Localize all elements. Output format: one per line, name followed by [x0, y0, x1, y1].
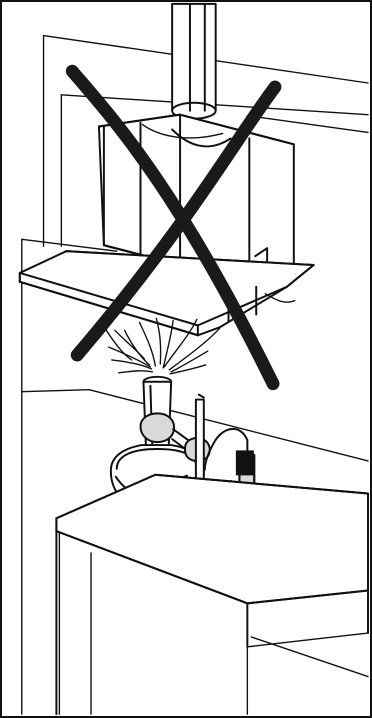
lab-bench	[56, 475, 368, 714]
fume-hood-exhaust-pipe	[172, 4, 216, 119]
hood-shelf	[20, 251, 314, 335]
